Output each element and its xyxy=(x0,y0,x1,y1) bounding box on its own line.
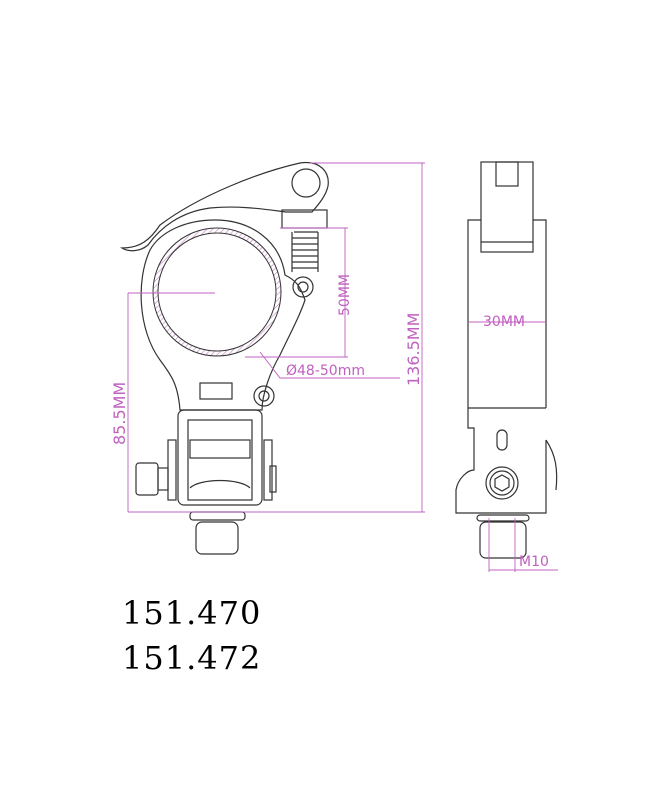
front-view: 50MM Ø48-50mm 136.5MM 85.5MM xyxy=(110,161,425,555)
dim-30mm: 30MM xyxy=(483,314,525,330)
dim-tube-diameter: Ø48-50mm xyxy=(286,363,365,379)
dim-85-5mm: 85.5MM xyxy=(110,382,129,445)
model-number: 151.472 xyxy=(122,639,262,677)
side-view: 30MM M10 xyxy=(455,161,558,572)
dim-m10: M10 xyxy=(519,554,549,570)
dim-50mm: 50MM xyxy=(337,274,353,316)
model-number: 151.470 xyxy=(122,594,262,632)
dim-136-5mm: 136.5MM xyxy=(404,313,423,386)
